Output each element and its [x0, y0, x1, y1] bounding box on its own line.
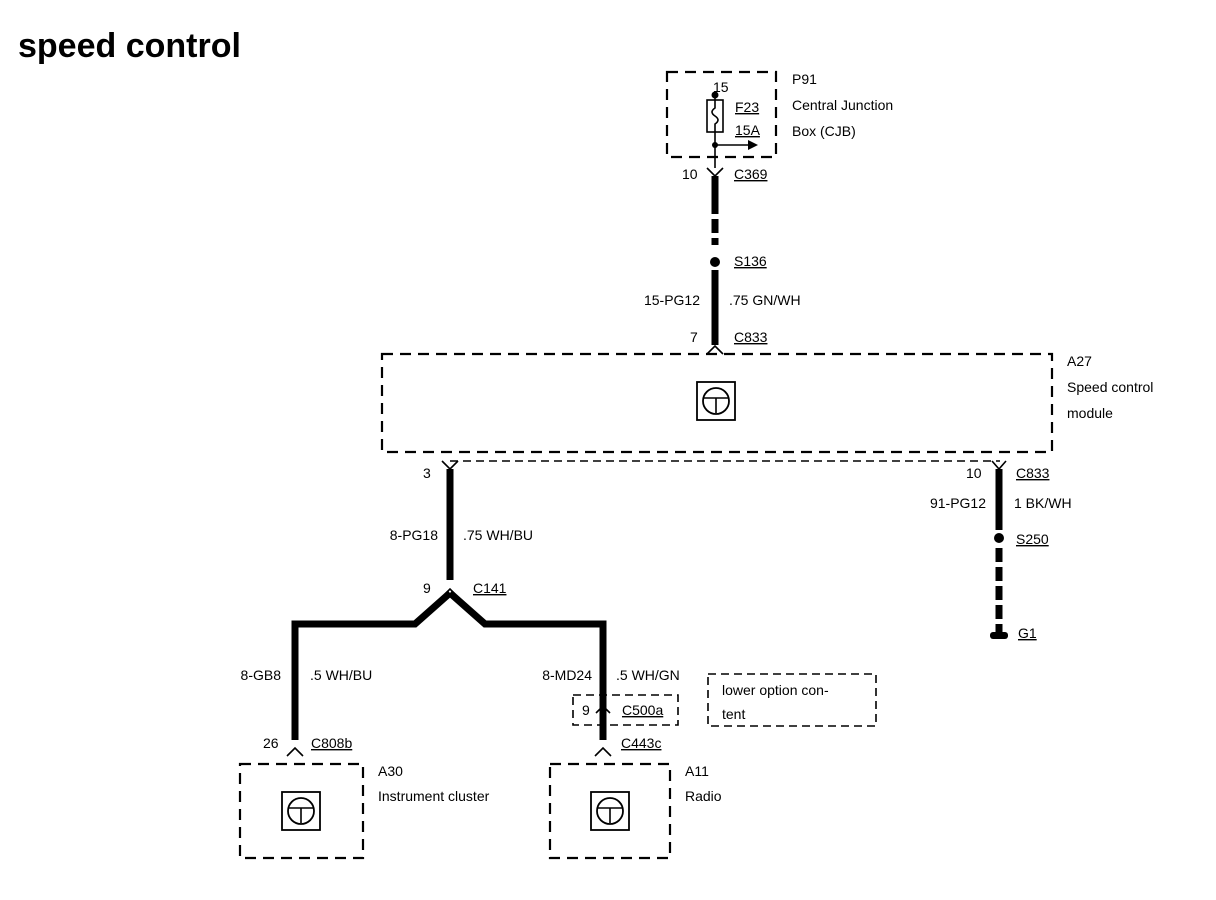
ground-icon [990, 632, 1008, 639]
c833-right-label: C833 [1016, 465, 1050, 481]
fuse-rating-label: 15A [735, 122, 761, 138]
wire-branch-instrument [291, 590, 453, 740]
connector-c808b-chevron-icon [286, 746, 304, 757]
central-junction-box: 15 F23 15A P91 Central Junction Box (CJB… [665, 70, 893, 168]
connector-c443c-chevron-icon [594, 746, 612, 757]
c369-pin-label: 10 [682, 166, 698, 182]
c443c-label: C443c [621, 735, 661, 751]
c500a-box-outline [572, 694, 679, 726]
connector-c369-chevron-icon [706, 167, 724, 178]
c808b-label: C808b [311, 735, 352, 751]
fuse-element-icon [711, 100, 719, 132]
radio-id: A11 [685, 763, 709, 779]
instrument-cluster-name: Instrument cluster [378, 788, 490, 804]
wire-branch-radio [447, 590, 607, 740]
pin3-label: 3 [423, 465, 431, 481]
wire-w1-circuit: 15-PG12 [644, 292, 700, 308]
c500a-pin-label: 9 [582, 702, 590, 718]
connector-c833-top-chevron-icon [706, 344, 724, 355]
cjb-box-outline [665, 70, 778, 159]
c833-right-pin-label: 10 [966, 465, 982, 481]
g1-label: G1 [1018, 625, 1037, 641]
option-note-line2: tent [722, 706, 745, 722]
option-note-line1: lower option con- [722, 682, 829, 698]
wire-cjb-to-module: 10 C369 S136 15-PG12 .75 GN/WH 7 C833 [644, 166, 801, 355]
cjb-pin-label: 15 [713, 79, 729, 95]
option-note-outline [707, 673, 877, 727]
wire-branches: 8-GB8 .5 WH/BU 8-MD24 .5 WH/GN 26 C808b … [241, 590, 680, 757]
c833-top-pin-label: 7 [690, 329, 698, 345]
connector-c500a: 9 C500a [572, 692, 679, 728]
wire-module-to-c141: 3 8-PG18 .75 WH/BU 9 C141 [390, 460, 533, 598]
cjb-id-label: P91 [792, 71, 817, 87]
c369-label: C369 [734, 166, 768, 182]
instrument-cluster-outline [238, 762, 365, 860]
c141-pin-label: 9 [423, 580, 431, 596]
speed-control-module: A27 Speed control module [380, 352, 1153, 454]
c808b-pin-label: 26 [263, 735, 279, 751]
s250-label: S250 [1016, 531, 1049, 547]
wire-w1-spec: .75 GN/WH [729, 292, 801, 308]
s136-label: S136 [734, 253, 767, 269]
wire-w5-spec: .5 WH/GN [616, 667, 680, 683]
c141-label: C141 [473, 580, 507, 596]
module-name-line1: Speed control [1067, 379, 1153, 395]
module-id-label: A27 [1067, 353, 1092, 369]
connector-c833-right-chevron-icon [991, 460, 1007, 471]
module-name-line2: module [1067, 405, 1113, 421]
wire-w4-spec: .5 WH/BU [310, 667, 372, 683]
wire-w5-circuit: 8-MD24 [542, 667, 592, 683]
wire-w3-circuit: 8-PG18 [390, 527, 438, 543]
radio: A11 Radio [548, 762, 722, 860]
wire-w2-circuit: 91-PG12 [930, 495, 986, 511]
radio-outline [548, 762, 672, 860]
splice-s136-dot [710, 257, 720, 267]
wire-w3-spec: .75 WH/BU [463, 527, 533, 543]
radio-name: Radio [685, 788, 722, 804]
connector-pin3-chevron-icon [441, 460, 459, 471]
cjb-name-line1: Central Junction [792, 97, 893, 113]
c500a-chevron-icon [595, 704, 611, 714]
fuse-label: F23 [735, 99, 759, 115]
page-title: speed control [18, 27, 241, 65]
instrument-cluster-id: A30 [378, 763, 403, 779]
arrow-right-icon [748, 140, 758, 150]
wire-module-to-ground: 10 C833 91-PG12 1 BK/WH S250 G1 [930, 460, 1072, 641]
c500a-label: C500a [622, 702, 663, 718]
wire-w2-spec: 1 BK/WH [1014, 495, 1072, 511]
module-box-outline [380, 352, 1054, 454]
instrument-cluster: A30 Instrument cluster [238, 762, 490, 860]
c833-top-label: C833 [734, 329, 768, 345]
cjb-name-line2: Box (CJB) [792, 123, 856, 139]
splice-s250-dot [994, 533, 1004, 543]
option-note: lower option con- tent [707, 673, 877, 727]
wire-w4-circuit: 8-GB8 [241, 667, 282, 683]
